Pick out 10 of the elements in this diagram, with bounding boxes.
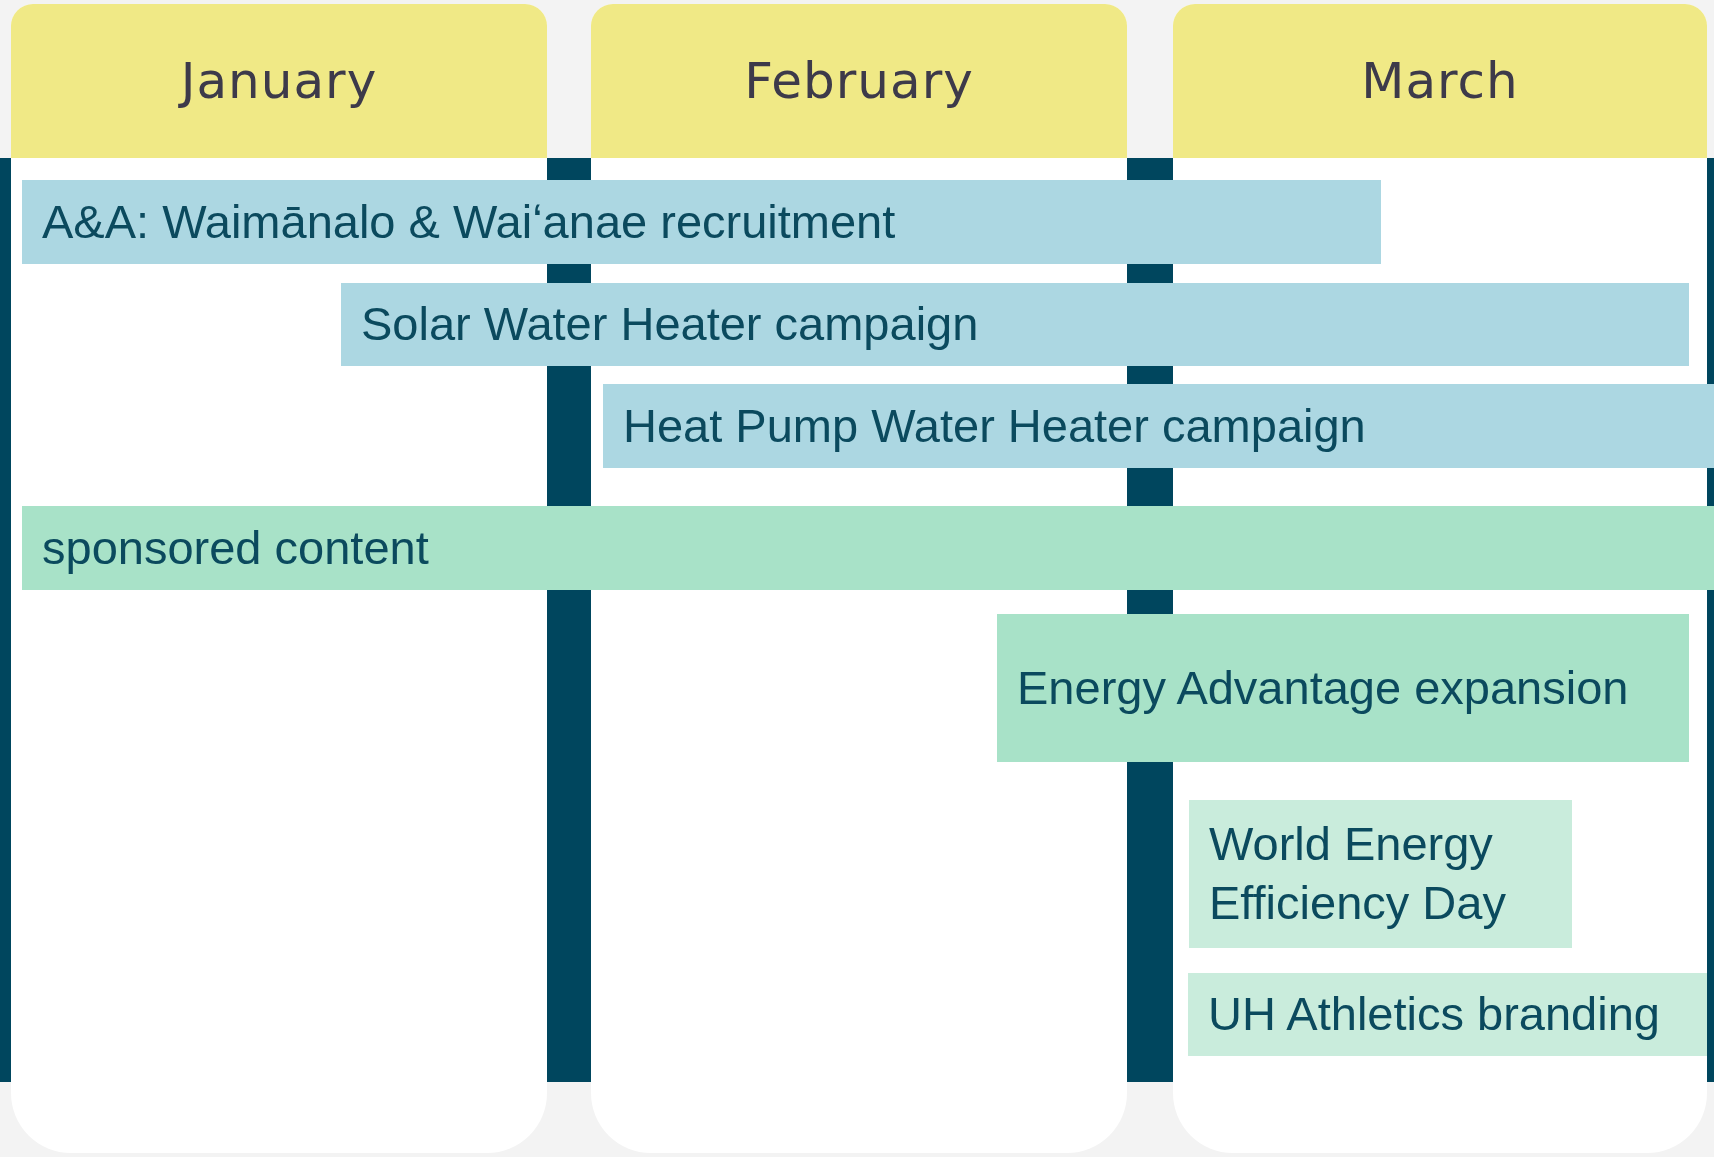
timeline-bar: Solar Water Heater campaign <box>341 283 1689 366</box>
timeline-bar: Energy Advantage expansion <box>997 614 1689 762</box>
timeline-bar: UH Athletics branding <box>1188 973 1707 1056</box>
timeline-bar: A&A: Waimānalo & Waiʻanae recruitment <box>22 180 1381 264</box>
month-heading: March <box>1361 52 1519 110</box>
month-heading: February <box>744 52 974 110</box>
timeline-bar: sponsored content <box>22 506 1714 590</box>
month-heading: January <box>180 52 378 110</box>
timeline-bar: Heat Pump Water Heater campaign <box>603 384 1714 468</box>
timeline-bar: World Energy Efficiency Day <box>1189 800 1572 948</box>
